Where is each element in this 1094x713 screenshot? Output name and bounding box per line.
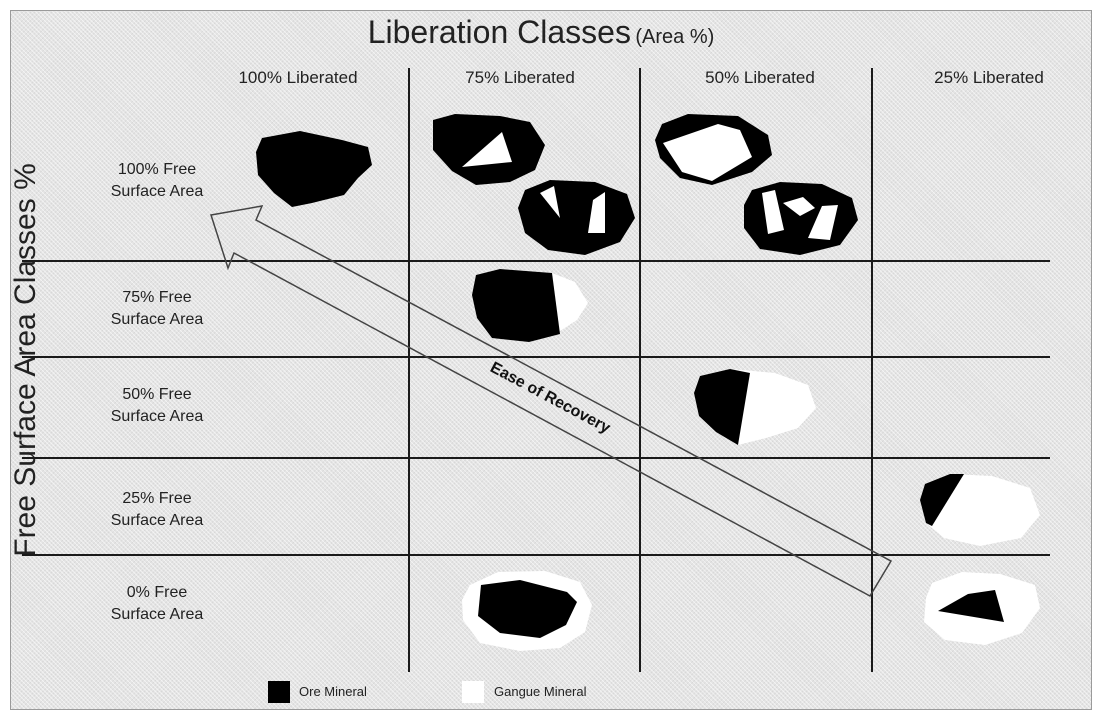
particle-75-free-75-liberated: [472, 269, 588, 342]
row-header-line1: 75% Free: [122, 289, 192, 306]
column-header-75: 75% Liberated: [465, 68, 575, 87]
legend-gangue-label: Gangue Mineral: [494, 684, 587, 699]
row-header-line2: Surface Area: [110, 512, 204, 529]
row-header-75: 75% Free Surface Area: [72, 287, 242, 331]
diagram-title: Liberation Classes (Area %): [0, 14, 1082, 51]
row-header-line2: Surface Area: [110, 606, 204, 623]
column-header-100: 100% Liberated: [238, 68, 358, 87]
column-header-50: 50% Liberated: [705, 68, 815, 87]
arrow-label: Ease of Recovery: [487, 359, 613, 437]
row-header-line1: 0% Free: [126, 584, 188, 601]
row-header-50: 50% Free Surface Area: [72, 384, 242, 428]
row-header-line1: 25% Free: [122, 490, 192, 507]
legend-ore-swatch: [268, 681, 290, 703]
row-header-line1: 100% Free: [117, 161, 197, 178]
row-header-line2: Surface Area: [110, 183, 204, 200]
particle-50-liberated-b: [744, 182, 858, 255]
column-header-25: 25% Liberated: [934, 68, 1044, 87]
arrow-outline: [210, 205, 893, 598]
particle-75-liberated-a: [433, 114, 545, 185]
legend-ore-label: Ore Mineral: [299, 684, 367, 699]
title-main: Liberation Classes: [367, 14, 631, 50]
particle-75-liberated-b: [518, 180, 635, 255]
particle-0-free-75-liberated: [462, 571, 592, 651]
title-suffix: (Area %): [635, 26, 715, 48]
diagram-frame: [10, 10, 1092, 710]
particle-25-free-25-liberated: [920, 474, 1040, 546]
particle-0-free-25-liberated: [924, 572, 1040, 645]
particle-50-free-50-liberated: [694, 369, 816, 445]
row-header-0: 0% Free Surface Area: [72, 582, 242, 626]
row-header-100: 100% Free Surface Area: [72, 159, 242, 203]
row-header-line2: Surface Area: [110, 408, 204, 425]
legend-gangue-swatch: [462, 681, 484, 703]
row-header-25: 25% Free Surface Area: [72, 488, 242, 532]
particle-50-liberated-a: [655, 114, 772, 185]
row-header-line1: 50% Free: [122, 386, 192, 403]
row-header-line2: Surface Area: [110, 311, 204, 328]
particle-100-liberated: [256, 131, 372, 207]
